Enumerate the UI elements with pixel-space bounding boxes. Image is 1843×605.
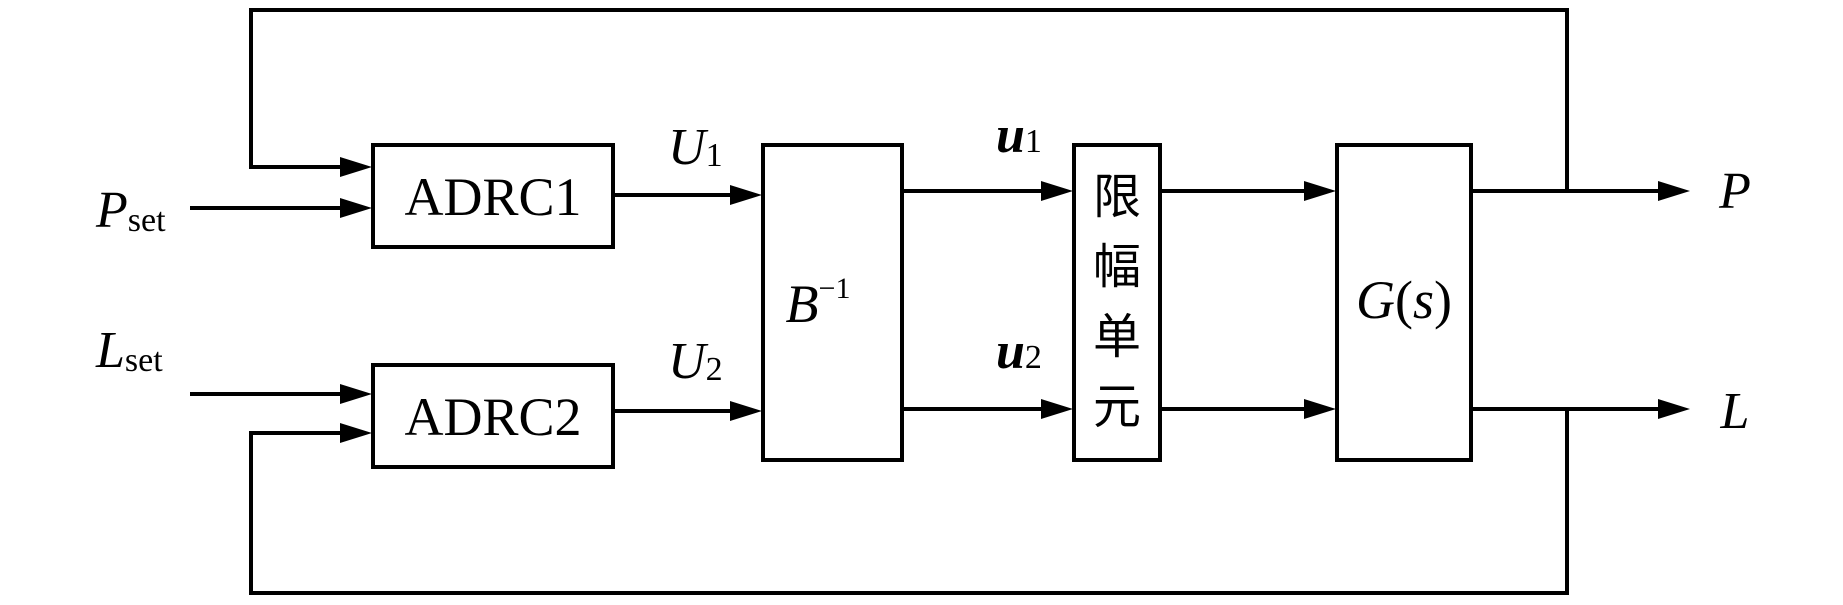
arrowhead-L [1658, 399, 1690, 419]
arrowhead-P [1658, 181, 1690, 201]
u2-main: u [996, 323, 1025, 380]
arrowhead-feedback-l [340, 423, 372, 443]
U1-sub: 1 [706, 137, 723, 174]
arrowhead-U2 [730, 401, 762, 421]
lset-main: L [95, 322, 125, 379]
lset-label: Lset [95, 322, 163, 379]
limiter-label: 限 幅 单 元 [1093, 169, 1141, 435]
u2-label: u2 [996, 323, 1042, 380]
feedback-loop-top [249, 8, 1569, 191]
feedback-loop-bottom [249, 409, 1569, 595]
limiter-char-4: 元 [1093, 379, 1141, 435]
arrowhead-feedback-p [340, 157, 372, 177]
pset-sub: set [128, 202, 166, 239]
plant-s: s [1413, 270, 1434, 330]
arrowhead-limiter-out-1 [1304, 181, 1336, 201]
plant-block [1335, 143, 1473, 462]
limiter-char-2: 幅 [1093, 239, 1141, 295]
U2-sub: 2 [706, 351, 723, 388]
u1-sub: 1 [1025, 123, 1042, 160]
binv-base: B [786, 274, 819, 334]
binv-label: B−1 [786, 272, 851, 334]
adrc2-label: ADRC2 [404, 387, 581, 447]
limiter-char-3: 单 [1093, 309, 1141, 365]
binv-block [761, 143, 904, 462]
pset-label: Pset [95, 182, 166, 239]
plant-label: G(s) [1356, 270, 1452, 330]
pset-main: P [95, 182, 128, 239]
L-output-label: L [1720, 383, 1750, 440]
limiter-char-1: 限 [1093, 169, 1141, 225]
arrowhead-limiter-out-2 [1304, 399, 1336, 419]
u2-sub: 2 [1025, 339, 1042, 376]
P-output-label: P [1718, 163, 1751, 220]
limiter-block [1072, 143, 1162, 462]
arrowhead-lset [340, 384, 372, 404]
arrowhead-u2 [1041, 399, 1073, 419]
adrc1-label: ADRC1 [404, 167, 581, 227]
U2-label: U2 [668, 333, 723, 390]
U2-main: U [668, 333, 709, 390]
U1-main: U [668, 119, 709, 176]
u1-label: u1 [996, 107, 1042, 164]
arrowheads [340, 157, 1690, 443]
arrowhead-U1 [730, 185, 762, 205]
arrowhead-u1 [1041, 181, 1073, 201]
U1-label: U1 [668, 119, 723, 176]
lset-sub: set [125, 342, 163, 379]
plant-G: G [1356, 270, 1395, 330]
arrowhead-pset [340, 198, 372, 218]
adrc1-block [371, 143, 615, 249]
u1-main: u [996, 107, 1025, 164]
adrc2-block [371, 363, 615, 469]
plant-open-paren: ( [1395, 270, 1413, 330]
binv-sup: −1 [819, 272, 851, 305]
plant-close-paren: ) [1434, 270, 1452, 330]
